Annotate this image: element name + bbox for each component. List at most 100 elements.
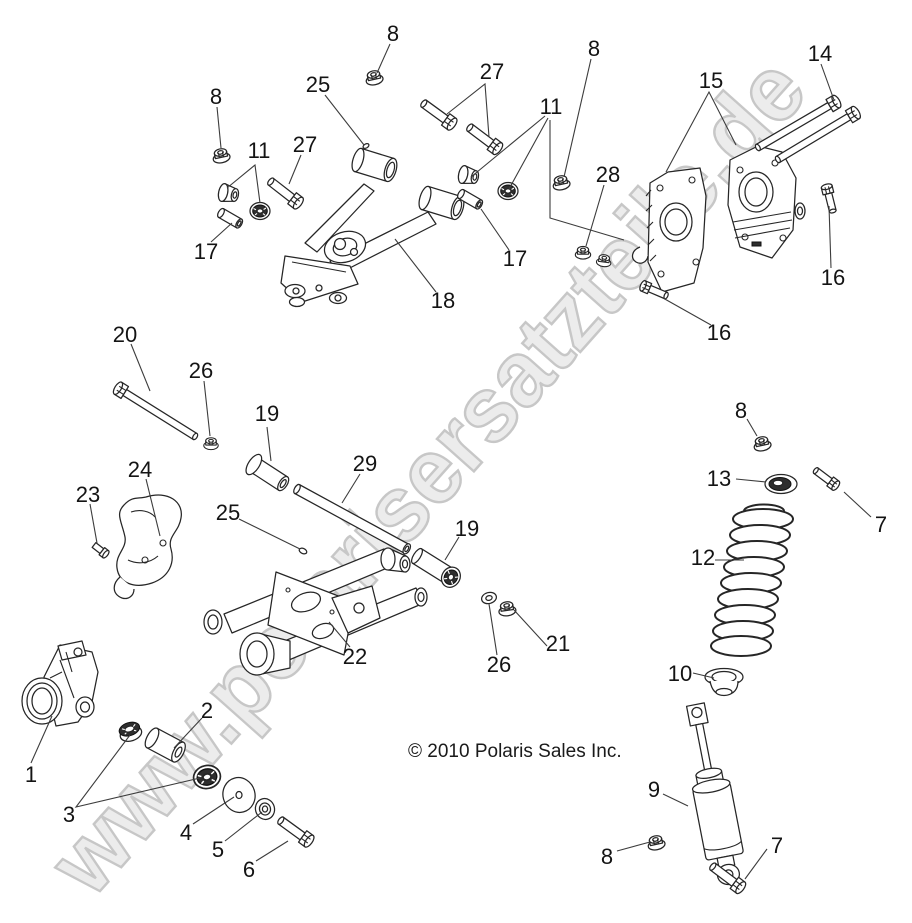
callout-4: 4 — [180, 820, 192, 845]
leader-29 — [341, 473, 361, 504]
callout-16-b: 16 — [707, 320, 731, 345]
leader-13 — [735, 478, 767, 483]
callout-7-b: 7 — [771, 833, 783, 858]
leader-8d — [746, 418, 758, 437]
leader-21 — [513, 609, 548, 647]
leader-6 — [255, 840, 289, 862]
callout-17-b: 17 — [503, 246, 527, 271]
part-bolt-27-a — [417, 96, 460, 133]
leader-27b — [288, 154, 302, 185]
callout-11-a: 11 — [248, 138, 271, 163]
callout-17-a: 17 — [194, 239, 218, 264]
part-bolt-27-left — [264, 174, 306, 212]
part-pivot-19-left — [242, 451, 294, 497]
part-rivet-25 — [362, 143, 370, 149]
part-spacer-17-left — [215, 206, 245, 230]
leader-19a — [266, 426, 272, 462]
leader-17b — [480, 208, 510, 251]
leader-18 — [394, 238, 437, 293]
leader-11a — [226, 163, 261, 204]
part-lower-control-arm — [203, 547, 428, 676]
copyright-notice: © 2010 Polaris Sales Inc. — [408, 741, 622, 762]
callout-14: 14 — [808, 41, 832, 66]
leader-22 — [328, 621, 351, 648]
leader-7b — [744, 848, 768, 880]
part-nut-8-b — [210, 146, 232, 166]
callout-3: 3 — [63, 802, 75, 827]
leader-8a — [376, 43, 391, 74]
leader-24 — [145, 478, 161, 537]
part-guard-24 — [113, 494, 182, 600]
part-nut-8-c — [550, 173, 572, 193]
callout-25-a: 25 — [306, 72, 330, 97]
leader-8b — [216, 106, 222, 149]
leader-26b — [488, 603, 498, 656]
callout-24: 24 — [128, 457, 152, 482]
leader-26a — [203, 380, 211, 437]
part-bushing-11-right-inner — [497, 181, 519, 201]
callout-labels: 1 2 3 4 5 6 7 7 8 8 8 8 8 9 10 11 11 12 … — [25, 21, 887, 882]
callout-18: 18 — [431, 288, 455, 313]
leader-19b — [444, 536, 460, 561]
part-spring-retainer-lower — [704, 667, 744, 697]
part-bushing-2 — [144, 727, 186, 763]
leader-17a — [210, 222, 233, 243]
part-upper-control-arm — [280, 147, 465, 308]
callout-8-d: 8 — [735, 398, 747, 423]
part-bolt-20 — [110, 379, 202, 445]
callout-16-a: 16 — [821, 265, 845, 290]
callout-21: 21 — [546, 631, 570, 656]
part-nut-8-d — [751, 434, 773, 454]
leader-9 — [662, 793, 689, 807]
callout-8-a: 8 — [387, 21, 399, 46]
part-bushing-3a — [118, 721, 143, 742]
part-nut-8-e — [645, 833, 667, 853]
part-nut-26-a — [203, 437, 219, 451]
callout-19-a: 19 — [255, 401, 279, 426]
part-shock-absorber — [685, 702, 744, 886]
part-bushing-11-right-outer — [456, 164, 481, 188]
leader-1 — [30, 715, 53, 764]
callout-27-b: 27 — [293, 132, 317, 157]
part-bolt-6 — [274, 813, 317, 850]
callout-9: 9 — [648, 777, 660, 802]
callout-8-b: 8 — [210, 84, 222, 109]
callout-28: 28 — [596, 162, 620, 187]
part-bolt-7-upper — [810, 464, 842, 493]
callout-5: 5 — [212, 837, 224, 862]
leader-4 — [192, 796, 235, 825]
leader-23 — [89, 503, 98, 544]
leader-28 — [585, 184, 605, 247]
part-pivot-19-right — [410, 547, 461, 588]
part-bushing-11-left-inner — [249, 201, 271, 221]
leader-15 — [665, 90, 737, 173]
callout-27-a: 27 — [480, 59, 504, 84]
callout-2: 2 — [201, 698, 213, 723]
callout-20: 20 — [113, 322, 137, 347]
leader-25b — [238, 518, 301, 550]
part-tube-29 — [293, 483, 412, 555]
callout-11-b: 11 — [540, 94, 563, 119]
callout-6: 6 — [243, 857, 255, 882]
callout-26-a: 26 — [189, 358, 213, 383]
callout-19-b: 19 — [455, 516, 479, 541]
callout-8-c: 8 — [588, 36, 600, 61]
part-bearing-carrier — [21, 640, 99, 727]
part-washer-5 — [254, 797, 276, 821]
part-bolt-27-b — [463, 120, 506, 157]
callout-1: 1 — [25, 762, 37, 787]
callout-7-a: 7 — [875, 512, 887, 537]
callout-10: 10 — [668, 661, 692, 686]
part-spring-retainer-upper — [764, 473, 798, 495]
part-bracket-15-right — [727, 145, 806, 259]
callout-25-b: 25 — [216, 500, 240, 525]
callout-15: 15 — [699, 68, 723, 93]
callout-8-e: 8 — [601, 844, 613, 869]
leader-16b — [662, 297, 712, 326]
leader-8e — [616, 841, 651, 852]
leader-27a — [446, 82, 490, 138]
part-nut-28-a — [574, 245, 592, 260]
leader-5 — [224, 811, 263, 842]
